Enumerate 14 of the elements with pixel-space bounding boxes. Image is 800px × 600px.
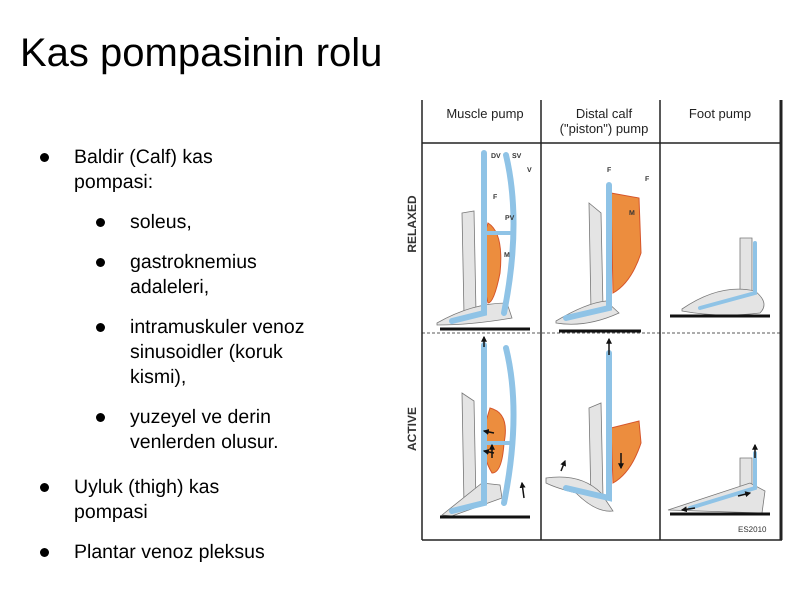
column-header: Muscle pump [445,106,525,121]
bullet-text: intramuskuler venoz sinusoidler (koruk kismi), [130,315,306,390]
bullet-text: gastroknemius adaleleri, [130,250,258,300]
column-header: Foot pump [688,106,752,121]
bullet-text: yuzeyel ve derin venlerden olusur. [130,405,280,455]
row-label: ACTIVE [405,406,419,454]
row-label: RELAXED [405,194,419,254]
slide-title: Kas pompasinin rolu [20,30,382,77]
bullet-text: Baldir (Calf) kas pompasi: [74,145,214,195]
column-header: Distal calf ("piston") pump [558,106,650,136]
credit-text: ES2010 [738,526,766,534]
bullet-text: Plantar venoz pleksus [74,540,266,565]
bullet-text: Uyluk (thigh) kas pompasi [74,475,220,525]
bullet-text: soleus, [130,210,193,235]
